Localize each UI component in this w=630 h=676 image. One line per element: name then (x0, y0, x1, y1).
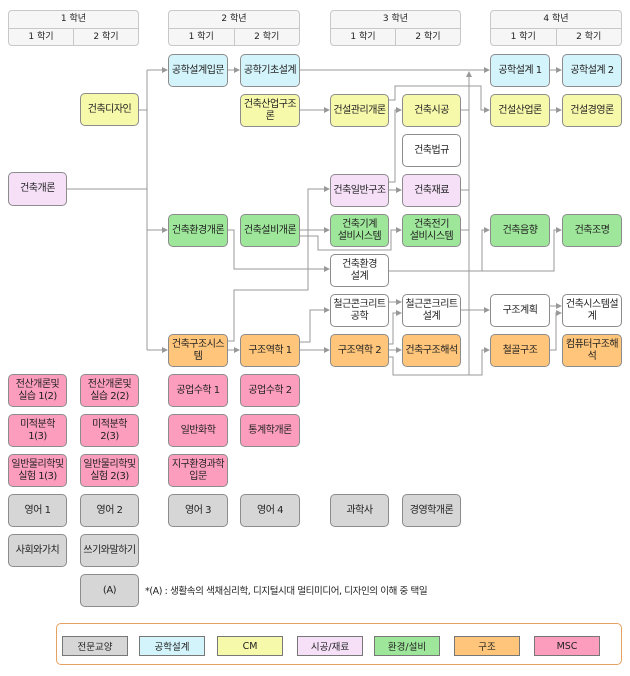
course-box[interactable]: 건축시공 (402, 94, 461, 127)
year-label: 1 학년 (9, 11, 138, 29)
course-box[interactable]: 일반물리학및 실험 2(3) (80, 454, 139, 487)
connector (389, 107, 402, 183)
legend-item: 공학설계 (139, 636, 205, 656)
semester-label: 2 학기 (576, 32, 602, 42)
course-box[interactable]: 공학기초설계 (240, 54, 300, 87)
course-box[interactable]: 공학설계 2 (562, 54, 622, 87)
course-box[interactable]: 경영학개론 (402, 494, 461, 527)
course-box[interactable]: 건축조명 (562, 214, 622, 247)
course-box[interactable]: 공학설계 1 (490, 54, 550, 87)
connector (389, 85, 490, 113)
course-box[interactable]: 건축기계 설비시스템 (330, 214, 389, 247)
course-box[interactable]: 영어 3 (168, 494, 228, 527)
course-box[interactable]: 건축전기 설비시스템 (402, 214, 461, 247)
course-box[interactable]: 미적분학 2(3) (80, 414, 139, 447)
elective-note: *(A) : 생활속의 색채심리학, 디지털시대 멀티미디어, 디자인의 이해 … (145, 586, 428, 597)
course-box[interactable]: 통계학개론 (240, 414, 300, 447)
semester-label: 2 학기 (254, 32, 280, 42)
legend-item: CM (217, 636, 283, 656)
legend-item: 시공/재료 (297, 636, 363, 656)
course-box[interactable]: 건축구조해석 (402, 334, 461, 367)
course-box[interactable]: 건축디자인 (80, 93, 139, 126)
course-box[interactable]: 공업수학 1 (168, 374, 228, 407)
year-label: 3 학년 (331, 11, 460, 29)
year-4-header: 4 학년 1 학기 2 학기 (490, 10, 622, 46)
course-box[interactable]: 쓰기와말하기 (80, 534, 139, 567)
connector (389, 347, 490, 376)
year-3-header: 3 학년 1 학기 2 학기 (330, 10, 461, 46)
course-box[interactable]: 건축구조시스템 (168, 334, 228, 367)
legend: 전문교양 공학설계 CM 시공/재료 환경/설비 구조 MSC (56, 623, 622, 665)
connector (389, 227, 490, 272)
course-box[interactable]: 건축환경 설계 (330, 254, 389, 287)
course-box[interactable]: 건설관리개론 (330, 94, 389, 127)
course-box[interactable]: 철근콘크리트 공학 (330, 294, 389, 327)
semester-label: 1 학기 (491, 29, 557, 46)
course-box[interactable]: 과학사 (330, 494, 389, 527)
course-box[interactable]: 건축개론 (8, 172, 67, 206)
year-label: 4 학년 (491, 11, 621, 29)
course-box[interactable]: 일반물리학및 실험 1(3) (8, 454, 67, 487)
course-box[interactable]: 철골구조 (490, 334, 550, 367)
course-box[interactable]: 구조역학 2 (330, 334, 389, 367)
connector (300, 227, 402, 251)
course-box[interactable]: 구조계획 (490, 294, 550, 327)
course-box[interactable]: 일반화학 (168, 414, 228, 447)
connector (389, 310, 402, 345)
course-box[interactable]: 전산개론및 실습 1(2) (8, 374, 67, 407)
course-box[interactable]: 공학설계입문 (168, 54, 228, 87)
connector (300, 307, 330, 343)
legend-item: MSC (534, 636, 600, 656)
course-box[interactable]: 철근콘크리트 설계 (402, 294, 461, 327)
course-box[interactable]: 공업수학 2 (240, 374, 300, 407)
course-box[interactable]: 건설산업론 (490, 94, 550, 127)
course-box[interactable]: 건축산업구조론 (240, 94, 300, 127)
course-box[interactable]: 건축일반구조 (330, 174, 389, 207)
connector (482, 227, 562, 272)
year-label: 2 학년 (169, 11, 299, 29)
semester-label: 1 학기 (9, 29, 74, 46)
course-box[interactable]: 건축법규 (402, 134, 461, 167)
course-box[interactable]: 영어 2 (80, 494, 139, 527)
semester-label: 1 학기 (331, 29, 396, 46)
course-box[interactable]: 미적분학 1(3) (8, 414, 67, 447)
legend-item: 환경/설비 (374, 636, 440, 656)
semester-label: 2 학기 (93, 32, 119, 42)
course-box[interactable]: 건설경영론 (562, 94, 622, 127)
course-box[interactable]: 건축음향 (490, 214, 550, 247)
semester-label: 2 학기 (415, 32, 441, 42)
course-box[interactable]: 전산개론및 실습 2(2) (80, 374, 139, 407)
semester-label: 1 학기 (169, 29, 235, 46)
course-box[interactable]: 사회와가치 (8, 534, 67, 567)
course-box[interactable]: 건축설비개론 (240, 214, 300, 247)
year-2-header: 2 학년 1 학기 2 학기 (168, 10, 300, 46)
course-box[interactable]: (A) (80, 574, 139, 607)
course-box[interactable]: 건축시스템설계 (562, 294, 622, 327)
legend-item: 구조 (454, 636, 520, 656)
connector (550, 310, 562, 351)
year-1-header: 1 학년 1 학기 2 학기 (8, 10, 139, 46)
course-box[interactable]: 지구환경과학 입문 (168, 454, 228, 487)
course-box[interactable]: 영어 1 (8, 494, 67, 527)
course-box[interactable]: 건축환경개론 (168, 214, 228, 247)
course-box[interactable]: 건축재료 (402, 174, 461, 207)
legend-item: 전문교양 (62, 636, 128, 656)
connector (228, 229, 330, 272)
course-box[interactable]: 영어 4 (240, 494, 300, 527)
connector (228, 186, 330, 342)
course-box[interactable]: 컴퓨터구조해석 (562, 334, 622, 367)
course-box[interactable]: 구조역학 1 (240, 334, 300, 367)
